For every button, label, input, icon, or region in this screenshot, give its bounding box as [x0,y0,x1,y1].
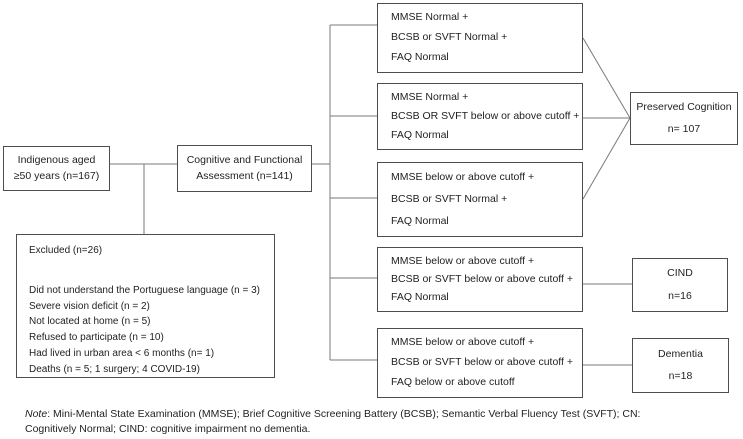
assessment-box: Cognitive and Functional Assessment (n=1… [177,145,312,192]
preserved-cognition-label: Preserved Cognition [636,100,732,113]
cind-box: CIND n=16 [632,258,728,312]
excluded-item: Not located at home (n = 5) [29,316,151,328]
excluded-item: Severe vision deficit (n = 2) [29,300,150,312]
population-line-2: ≥50 years (n=167) [13,169,100,182]
criteria-3-line-3: FAQ Normal [391,214,449,227]
criteria-5-line-3: FAQ below or above cutoff [391,376,515,389]
excluded-title: Excluded (n=26) [29,245,103,256]
preserved-cognition-box: Preserved Cognition n= 107 [630,92,738,145]
cind-label: CIND [667,267,693,280]
population-line-1: Indigenous aged [17,154,96,167]
criteria-5-line-2: BCSB or SVFT below or above cutoff + [391,356,573,369]
criteria-1-line-1: MMSE Normal + [391,11,469,24]
criteria-4-line-1: MMSE below or above cutoff + [391,254,535,267]
criteria-4-line-2: BCSB or SVFT below or above cutoff + [391,272,573,285]
dementia-label: Dementia [658,347,703,360]
criteria-4-line-3: FAQ Normal [391,291,449,304]
criteria-box-1: MMSE Normal + BCSB or SVFT Normal + FAQ … [377,3,583,73]
criteria-5-line-1: MMSE below or above cutoff + [391,336,535,349]
criteria-3-line-2: BCSB or SVFT Normal + [391,192,508,205]
connector-criteria1-preserved [582,37,631,119]
criteria-box-4: MMSE below or above cutoff + BCSB or SVF… [377,247,583,312]
cind-count: n=16 [668,289,692,302]
criteria-box-2: MMSE Normal + BCSB OR SVFT below or abov… [377,83,583,150]
excluded-box: Excluded (n=26) Did not understand the P… [16,234,275,378]
population-box: Indigenous aged ≥50 years (n=167) [3,146,110,191]
excluded-item: Deaths (n = 5; 1 surgery; 4 COVID-19) [29,363,200,375]
dementia-count: n=18 [668,370,693,383]
assessment-line-1: Cognitive and Functional [186,154,303,167]
criteria-2-line-3: FAQ Normal [391,128,449,141]
excluded-item: Did not understand the Portuguese langua… [29,284,260,296]
figure-note-prefix: Note [25,408,48,420]
excluded-spacer [29,259,272,283]
dementia-box: Dementia n=18 [632,338,729,393]
connector-criteria3-preserved [582,117,631,200]
criteria-1-line-3: FAQ Normal [391,51,449,64]
excluded-item: Refused to participate (n = 10) [29,332,164,344]
excluded-item: Had lived in urban area < 6 months (n= 1… [29,347,215,359]
criteria-box-5: MMSE below or above cutoff + BCSB or SVF… [377,328,583,398]
assessment-line-2: Assessment (n=141) [196,169,293,182]
criteria-2-line-1: MMSE Normal + [391,90,469,103]
criteria-3-line-1: MMSE below or above cutoff + [391,171,535,184]
criteria-1-line-2: BCSB or SVFT Normal + [391,31,508,44]
criteria-2-line-2: BCSB OR SVFT below or above cutoff + [391,109,580,122]
criteria-box-3: MMSE below or above cutoff + BCSB or SVF… [377,162,583,237]
figure-note-body: : Mini-Mental State Examination (MMSE); … [25,408,641,435]
figure-note: Note: Mini-Mental State Examination (MMS… [25,407,665,436]
preserved-cognition-count: n= 107 [667,122,701,135]
